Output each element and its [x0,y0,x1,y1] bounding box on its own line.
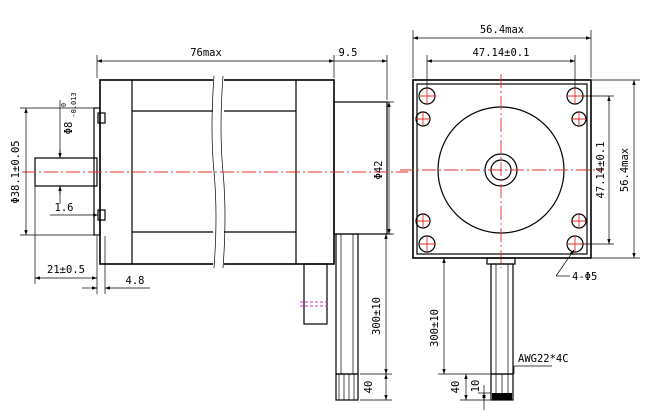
boss-length-label: 4.8 [126,275,145,287]
shaft-length-label: 21±0.5 [47,264,85,276]
body-height-label: Φ42 [373,161,385,180]
front-lead-wire [490,263,514,375]
overall-label: 56.4max [480,24,524,36]
hole-spacing-vertical-label: 47.14±0.1 [595,142,607,199]
front-strip-length-label: 40 [450,381,462,394]
lead-wire [335,233,359,375]
tinned-end [492,393,512,400]
boss-thickness-label: 1.6 [55,202,74,214]
holes-label: 4-Φ5 [572,271,597,283]
wire-label: AWG22*4C [518,353,569,365]
front-view: 56.4max 47.14±0.1 47.14±0.1 56.4max 4-Φ5… [400,24,640,410]
side-view: 76max 9.5 Φ42 Φ8 0 -0.013 Φ38.1±0.05 1.6… [10,47,408,401]
shaft-tol-lower: -0.013 [70,92,78,117]
length-label: 76max [190,47,222,59]
boss-dia-label: Φ38.1±0.05 [10,140,22,203]
mounting-holes [415,87,587,253]
tin-length-label: 10 [470,380,482,393]
hole-spacing-label: 47.14±0.1 [473,47,530,59]
strip-length-label: 40 [363,381,375,394]
shaft-dia-label: Φ8 [63,122,75,135]
boss-tab-bottom [97,209,106,221]
front-lead-length-label: 300±10 [429,309,441,347]
overall-vertical-label: 56.4max [619,148,631,192]
stripped-end [335,373,359,401]
lead-length-label: 300±10 [371,297,383,335]
boss-tab-top [97,112,106,124]
shaft-tol-upper: 0 [60,103,68,107]
lead-wire-stub [303,263,328,325]
flange-label: 9.5 [339,47,358,59]
